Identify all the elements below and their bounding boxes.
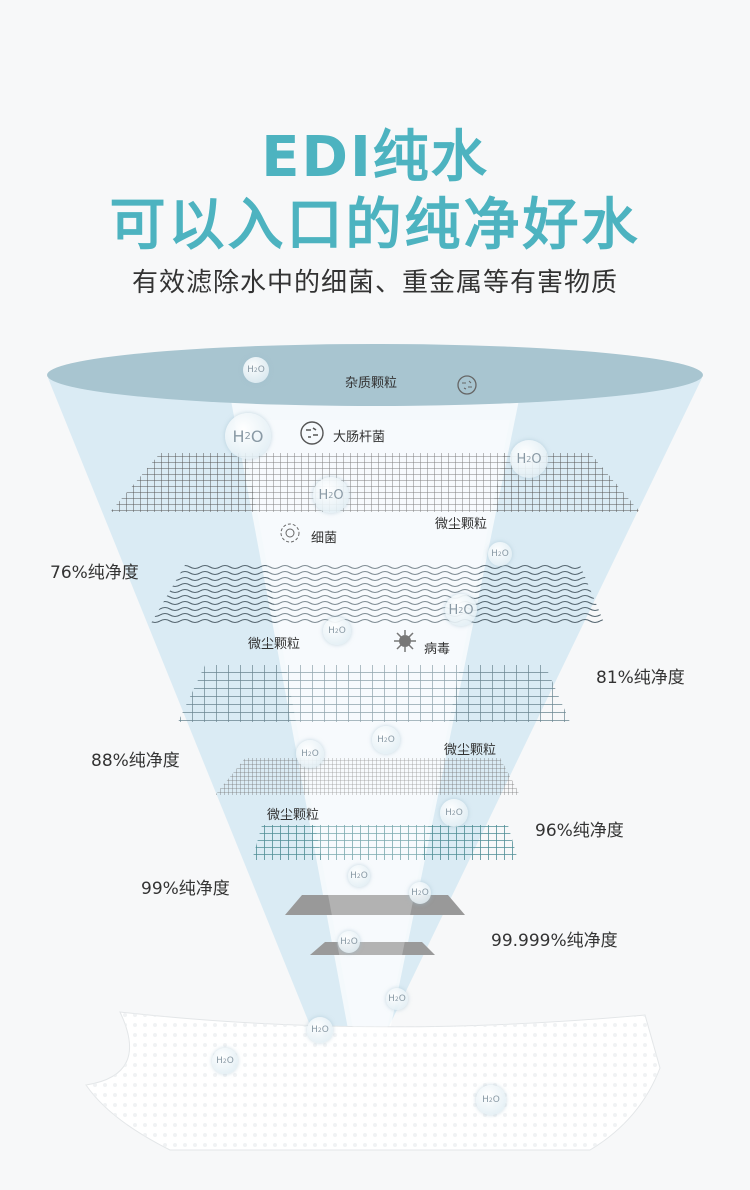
purity-88: 88%纯净度 (91, 751, 180, 771)
funnel-top (47, 344, 703, 406)
purity-99999: 99.999%纯净度 (491, 931, 618, 951)
ecoli-icon (300, 421, 324, 445)
label-impurities: 杂质颗粒 (345, 376, 398, 391)
label-dust-4: 微尘颗粒 (267, 808, 320, 823)
purity-76: 76%纯净度 (50, 563, 139, 583)
label-bacteria: 细菌 (311, 531, 338, 546)
title-line-1: EDI纯水 (261, 125, 489, 190)
label-ecoli: 大肠杆菌 (333, 430, 386, 445)
purity-81: 81%纯净度 (596, 668, 685, 688)
label-dust-3: 微尘颗粒 (444, 743, 497, 758)
impurity-particle-icon (457, 375, 477, 395)
filter-layer-4 (215, 758, 520, 795)
virus-icon (394, 630, 416, 652)
purity-96: 96%纯净度 (535, 821, 624, 841)
title-line-2: 可以入口的纯净好水 (109, 193, 641, 258)
label-dust-2: 微尘颗粒 (248, 637, 301, 652)
filter-layer-2 (150, 565, 605, 625)
purity-99: 99%纯净度 (141, 879, 230, 899)
filter-layer-3 (178, 665, 570, 722)
filter-layer-5 (252, 825, 518, 860)
label-virus: 病毒 (424, 642, 451, 657)
label-dust-1: 微尘颗粒 (435, 517, 488, 532)
bacteria-icon (280, 523, 300, 543)
subtitle: 有效滤除水中的细菌、重金属等有害物质 (131, 268, 618, 298)
filter-layer-1 (110, 453, 640, 512)
